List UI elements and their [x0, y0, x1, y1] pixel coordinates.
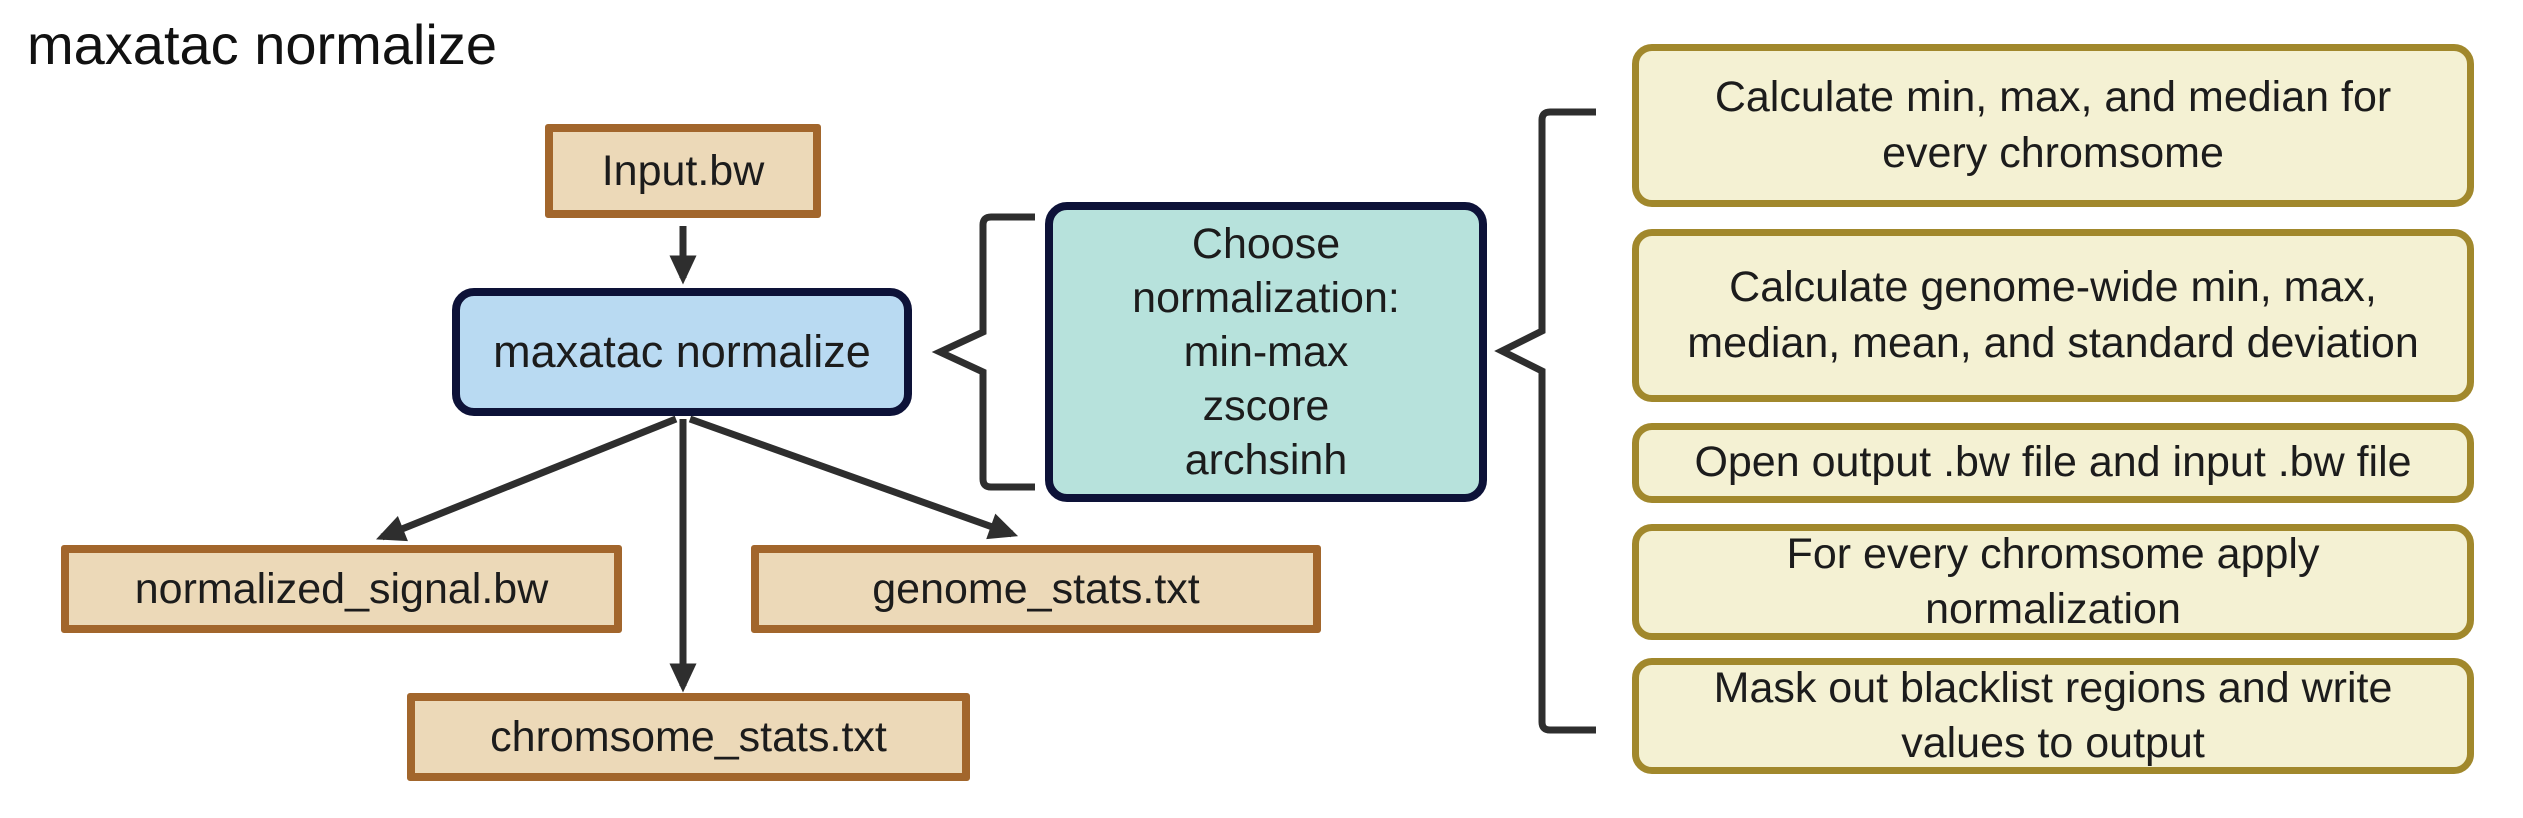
- output-file-node-chromsome-stats: chromsome_stats.txt: [407, 693, 970, 781]
- step-node-3: Open output .bw file and input .bw file: [1632, 423, 2474, 503]
- choice-line: archsinh: [1184, 436, 1348, 485]
- input-file-label: Input.bw: [601, 146, 765, 195]
- right-brace: [1494, 108, 1596, 734]
- step-label: Calculate min, max, and median for every…: [1714, 73, 2392, 177]
- choice-line: min-max: [1183, 327, 1349, 376]
- choice-node: Choose normalization: min-max zscore arc…: [1045, 202, 1487, 502]
- left-brace: [931, 213, 1035, 491]
- step-node-1: Calculate min, max, and median for every…: [1632, 44, 2474, 207]
- arrow-process-to-normalized-signal: [376, 415, 678, 542]
- output-file-node-genome-stats: genome_stats.txt: [751, 545, 1321, 633]
- step-label: Open output .bw file and input .bw file: [1694, 438, 2412, 487]
- choice-line: zscore: [1202, 382, 1330, 431]
- step-label: Calculate genome-wide min, max, median, …: [1687, 263, 2419, 367]
- page-title: maxatac normalize: [27, 13, 497, 76]
- process-label: maxatac normalize: [493, 325, 871, 377]
- step-node-2: Calculate genome-wide min, max, median, …: [1632, 229, 2474, 402]
- output-file-label: chromsome_stats.txt: [490, 712, 887, 761]
- step-label: Mask out blacklist regions and write val…: [1713, 663, 2393, 767]
- choice-line: Choose: [1191, 219, 1341, 268]
- process-node: maxatac normalize: [452, 288, 912, 416]
- output-file-node-normalized-signal: normalized_signal.bw: [61, 545, 622, 633]
- arrow-process-to-genome-stats: [688, 415, 1019, 540]
- step-node-5: Mask out blacklist regions and write val…: [1632, 658, 2474, 774]
- input-file-node: Input.bw: [545, 124, 821, 218]
- output-file-label: genome_stats.txt: [872, 564, 1200, 613]
- choice-line: normalization:: [1132, 273, 1400, 322]
- step-node-4: For every chromsome apply normalization: [1632, 524, 2474, 640]
- step-label: For every chromsome apply normalization: [1786, 529, 2320, 633]
- output-file-label: normalized_signal.bw: [134, 564, 549, 613]
